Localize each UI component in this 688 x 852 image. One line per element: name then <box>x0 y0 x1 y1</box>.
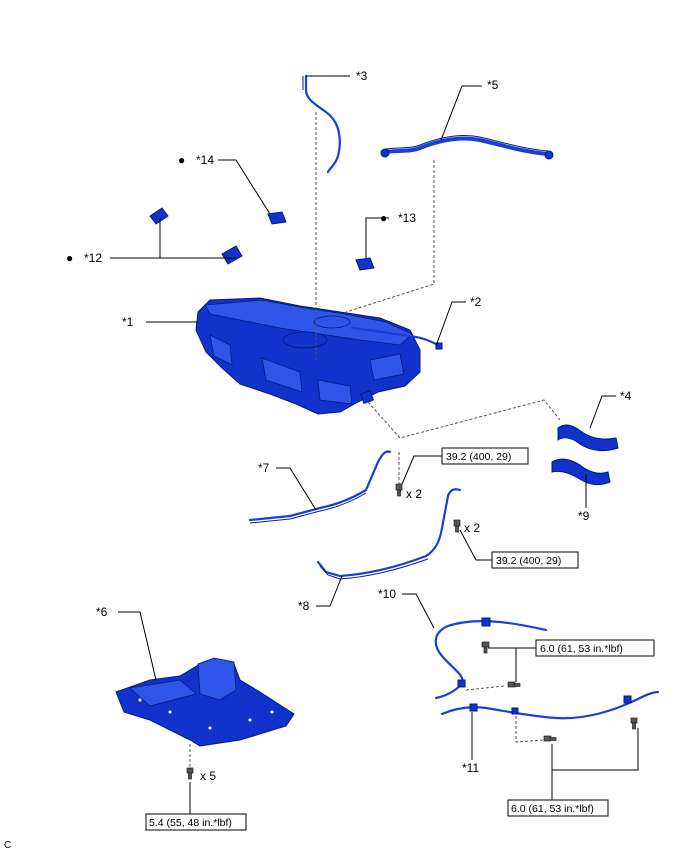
label-part-11: *11 <box>462 761 479 775</box>
protector-bolt <box>186 767 194 780</box>
torque-box-strap-front: 39.2 (400, 29) <box>441 447 529 465</box>
label-part-6: *6 <box>96 605 108 619</box>
label-part-14: *14 <box>196 153 214 167</box>
strap-bolt-rear <box>453 519 461 533</box>
fuel-tank-assembly <box>195 297 421 415</box>
torque-box-protector: 5.4 (55, 48 in.*lbf) <box>145 813 247 831</box>
hose-bolts <box>481 641 638 742</box>
fuel-hose-11 <box>440 690 660 720</box>
qty-protector: x 5 <box>200 769 216 783</box>
torque-value-strap-front: 39.2 (400, 29) <box>446 451 511 463</box>
label-part-4: *4 <box>620 389 632 403</box>
label-part-7: *7 <box>258 461 270 475</box>
label-part-2: *2 <box>470 295 482 309</box>
fuel-tank-band-7 <box>248 450 392 524</box>
illustration-code: C <box>4 840 11 851</box>
label-part-10: *10 <box>378 587 396 601</box>
clamp-14 <box>267 211 287 225</box>
label-part-8: *8 <box>298 599 310 613</box>
bullet-marker-13: ● <box>380 211 387 225</box>
clamp-13 <box>355 257 375 271</box>
vent-tube-3 <box>302 74 341 174</box>
filler-hose-4 <box>557 424 619 452</box>
label-part-5: *5 <box>487 78 499 92</box>
torque-box-hose-lower: 6.0 (61, 53 in.*lbf) <box>507 799 609 817</box>
qty-strap-rear: x 2 <box>464 521 480 535</box>
fuel-tank-band-8 <box>316 488 462 580</box>
breather-hose-9 <box>551 458 611 486</box>
torque-value-hose-lower: 6.0 (61, 53 in.*lbf) <box>511 803 594 815</box>
torque-value-hose-upper: 6.0 (61, 53 in.*lbf) <box>540 643 623 655</box>
label-part-9: *9 <box>578 509 590 523</box>
torque-value-protector: 5.4 (55, 48 in.*lbf) <box>149 817 232 829</box>
strap-bolt-front <box>395 483 403 497</box>
torque-box-hose-upper: 6.0 (61, 53 in.*lbf) <box>535 639 655 657</box>
fuel-tank-protector-6 <box>115 657 295 747</box>
leader-lines <box>110 75 639 814</box>
qty-strap-front: x 2 <box>406 487 422 501</box>
fuel-hose-10 <box>434 617 548 700</box>
assembly-dashed-lines <box>189 112 561 768</box>
label-part-3: *3 <box>356 69 368 83</box>
bullet-marker-14: ● <box>178 153 185 167</box>
torque-box-strap-rear: 39.2 (400, 29) <box>491 551 579 569</box>
torque-value-strap-rear: 39.2 (400, 29) <box>496 555 561 567</box>
fuel-hose-5 <box>380 134 554 160</box>
label-part-1: *1 <box>122 315 134 329</box>
bullet-marker-12: ● <box>66 251 73 265</box>
label-part-12: *12 <box>84 251 102 265</box>
label-part-13: *13 <box>398 211 416 225</box>
cushion-12 <box>149 207 243 265</box>
